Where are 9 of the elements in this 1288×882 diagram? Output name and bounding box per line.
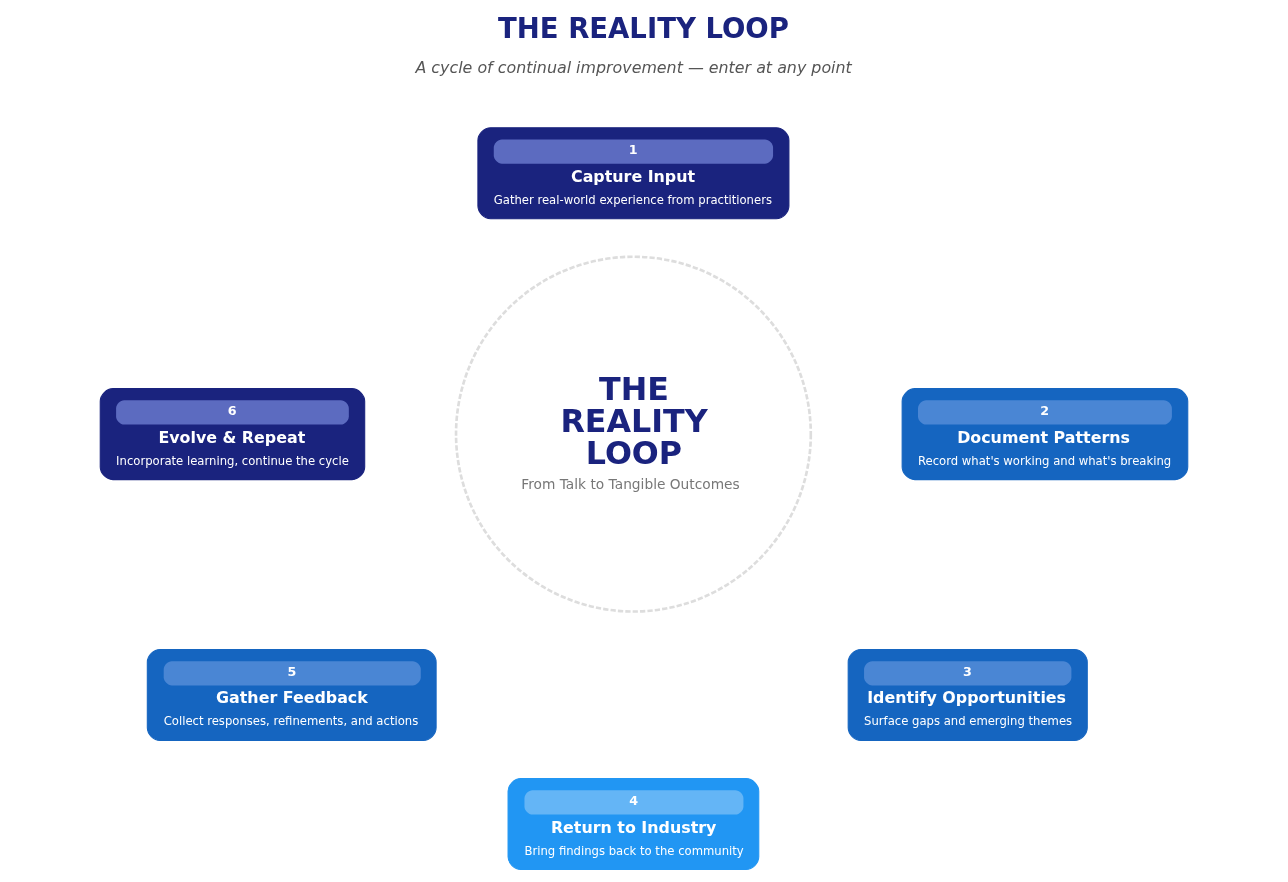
node-circle: THE REALITY LOOP From Talk to Tangible Outcomes (454, 255, 813, 613)
node-box: 4 Return to Industry Bring findings back to the community (507, 778, 760, 871)
node-box: 5 Gather Feedback Collect responses, refinements, and actions (146, 648, 437, 741)
node-box: 3 Identify Opportunities Surface gaps and emerging themes (847, 648, 1088, 741)
node-box: 1 Capture Input Gather real-world experience from practitioners (477, 127, 790, 220)
node-box: 6 Evolve & Repeat Incorporate learning, continue the cycle (99, 388, 366, 481)
diagram-title: THE REALITY LOOP (498, 11, 789, 44)
node-box: 2 Document Patterns Record what's working and what's breaking (901, 388, 1189, 481)
label: A cycle of continual improvement — enter at any point (415, 58, 852, 78)
